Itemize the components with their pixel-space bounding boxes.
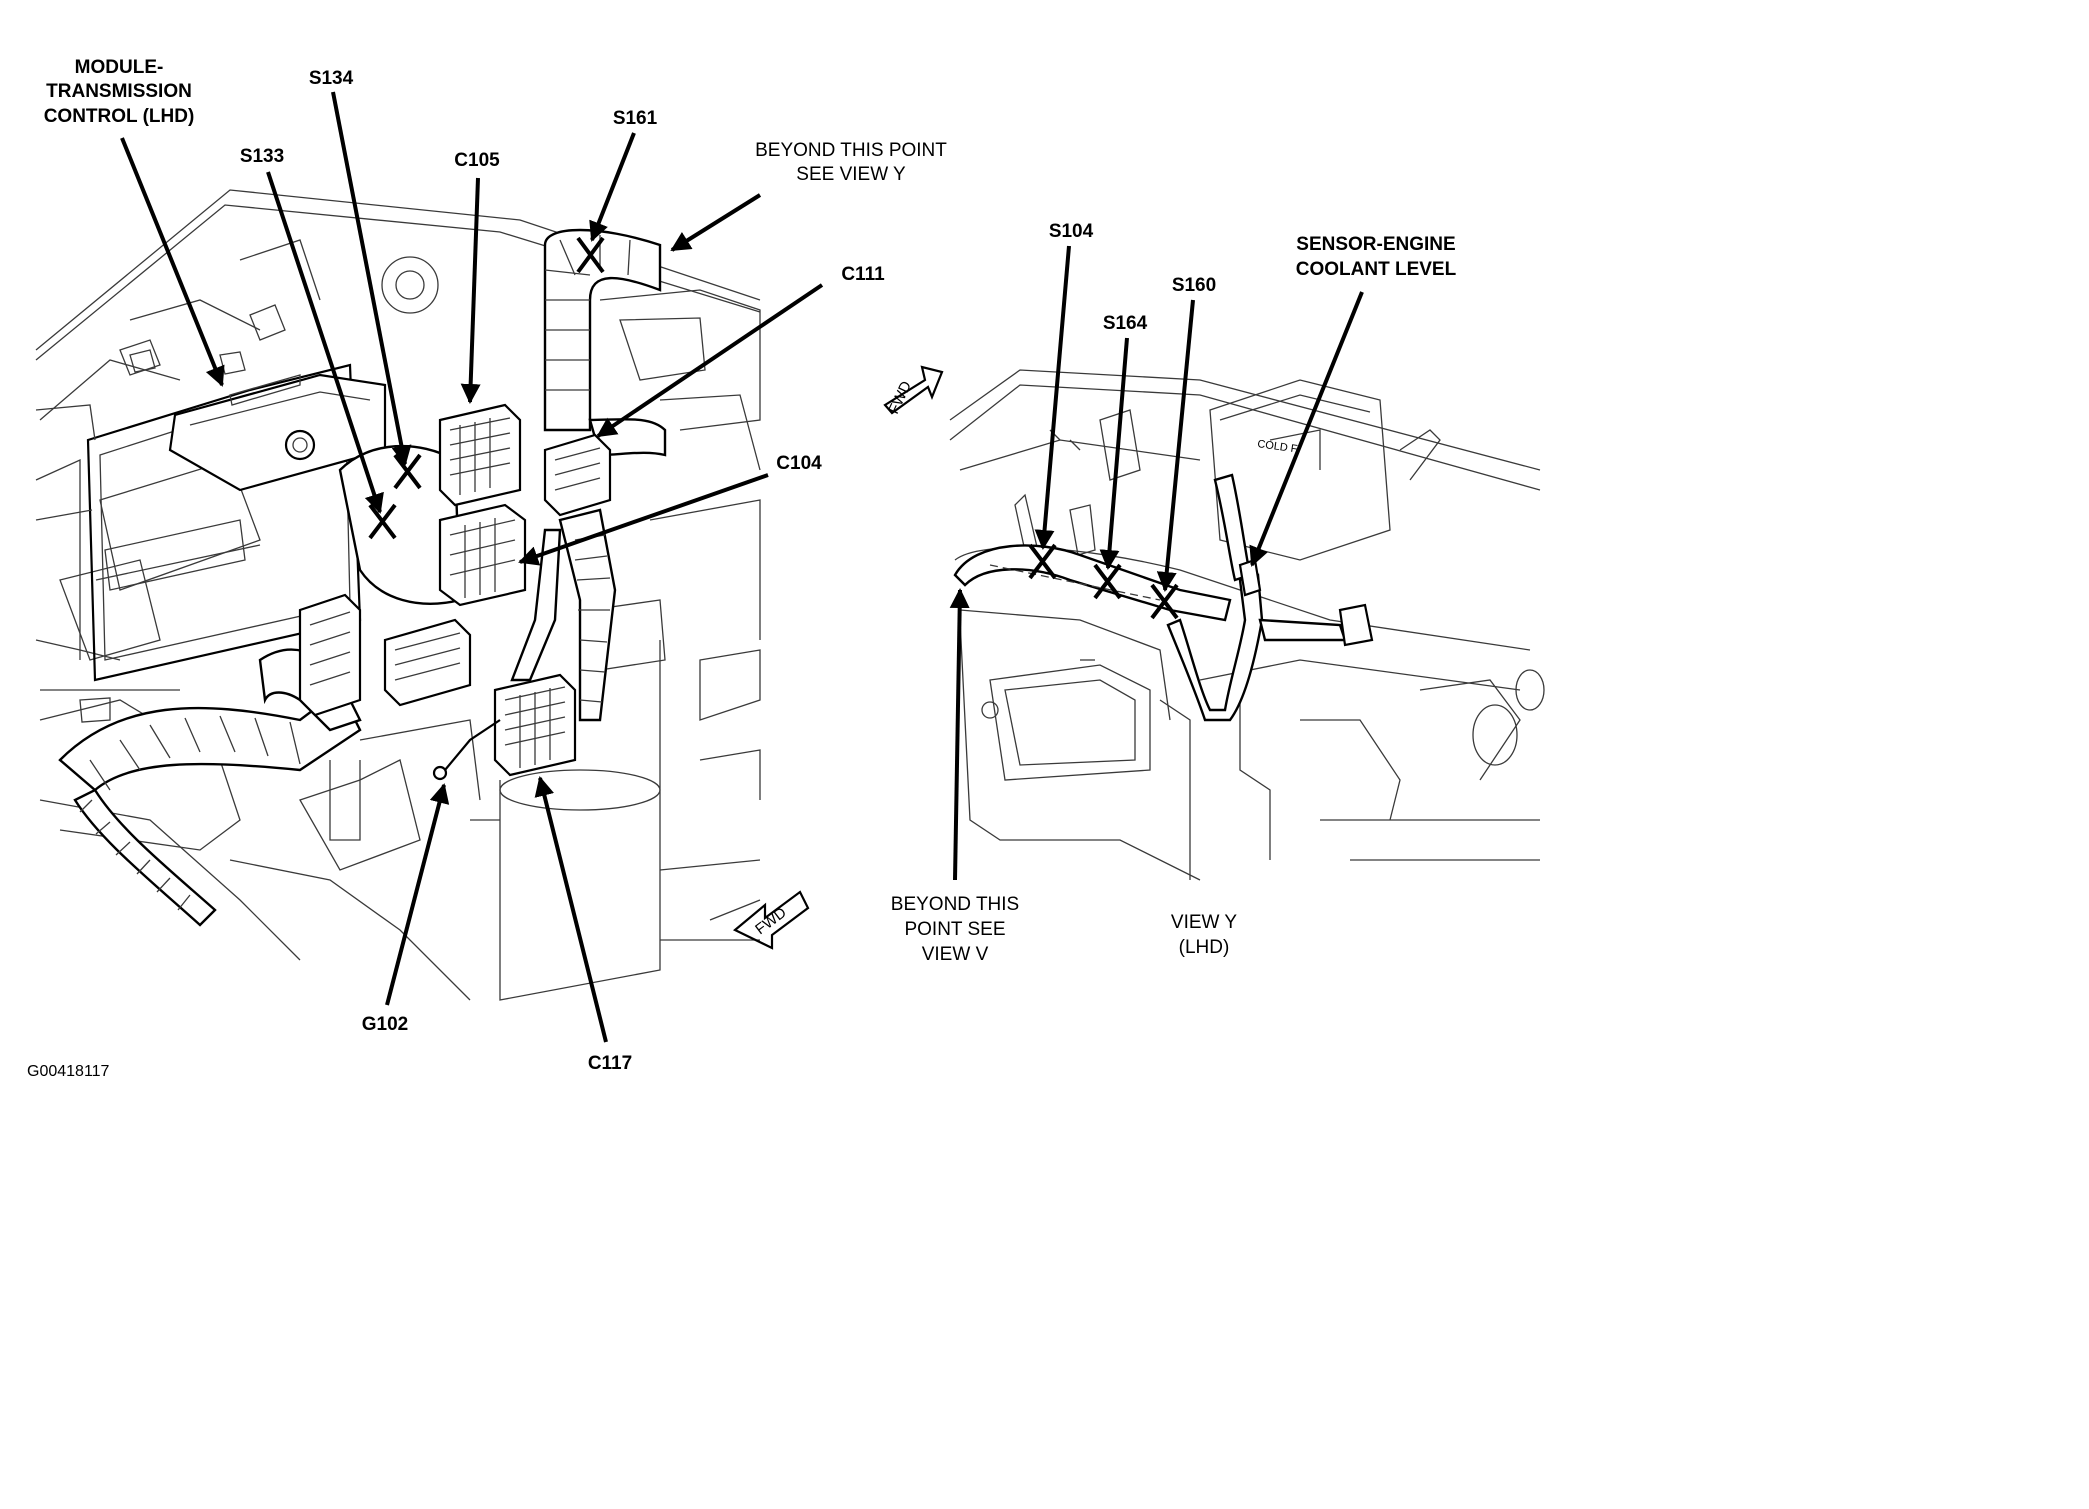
label-module-tcm-line2: TRANSMISSION	[46, 81, 192, 102]
leader-c117	[534, 776, 608, 1043]
label-s104: S104	[1049, 221, 1094, 242]
vertical-connector-body	[298, 593, 362, 717]
c117-connector-body	[493, 673, 577, 777]
label-c104: C104	[776, 453, 822, 474]
wiring-location-diagram: FWD	[27, 57, 1545, 1080]
g102-ground-lug	[432, 719, 501, 781]
left-connectors	[298, 403, 612, 781]
right-view-labels: S104 S164 S160 SENSOR-ENGINE COOLANT LEV…	[891, 221, 1457, 965]
label-view-y-title-line1: VIEW Y	[1171, 912, 1237, 933]
label-s134: S134	[309, 68, 354, 89]
s161-splice-mark	[576, 236, 605, 274]
label-module-tcm-line3: CONTROL (LHD)	[44, 106, 195, 127]
leader-c111	[596, 283, 824, 438]
c111-connector-body	[543, 433, 612, 517]
leader-g102	[385, 783, 450, 1006]
label-c105: C105	[454, 150, 500, 171]
c104-connector-body	[438, 503, 527, 607]
label-module-tcm-line1: MODULE-	[75, 57, 164, 78]
leader-s164	[1099, 337, 1129, 570]
leader-s161	[589, 132, 636, 242]
s104-splice-mark	[1028, 543, 1057, 580]
figure-id: G00418117	[27, 1063, 110, 1080]
leader-s160	[1156, 299, 1195, 592]
label-beyond-view-v-line2: POINT SEE	[904, 919, 1005, 940]
label-c111: C111	[841, 264, 885, 285]
label-beyond-view-y-line1: BEYOND THIS POINT	[755, 140, 947, 161]
label-s161: S161	[613, 108, 658, 129]
label-s133: S133	[240, 146, 284, 167]
leader-beyond-view-y	[670, 193, 762, 252]
reservoir-marking: COLD FI	[1257, 438, 1302, 456]
right-wiring-harness	[953, 473, 1374, 722]
s164-splice-mark	[1093, 563, 1122, 600]
label-s160: S160	[1172, 275, 1216, 296]
left-view-labels: MODULE- TRANSMISSION CONTROL (LHD) S134 …	[44, 57, 948, 1074]
leader-s104	[1034, 245, 1071, 550]
label-beyond-view-y-line2: SEE VIEW Y	[796, 164, 906, 185]
label-beyond-view-v-line1: BEYOND THIS	[891, 894, 1019, 915]
label-sensor-line1: SENSOR-ENGINE	[1296, 234, 1455, 255]
leader-s134	[331, 91, 412, 466]
left-fwd-label: FWD	[752, 904, 790, 938]
label-c117: C117	[588, 1053, 632, 1074]
c105-connector-body	[438, 403, 522, 507]
leader-beyond-view-v	[949, 588, 970, 881]
label-sensor-line2: COOLANT LEVEL	[1296, 259, 1457, 280]
leader-c104	[518, 473, 769, 566]
leader-module-tcm	[120, 137, 225, 387]
leader-c105	[460, 177, 481, 404]
label-g102: G102	[362, 1014, 408, 1035]
right-view-engine-sketch	[949, 369, 1545, 881]
mid-connector-body	[383, 618, 472, 707]
label-s164: S164	[1103, 313, 1148, 334]
label-beyond-view-v-line3: VIEW V	[922, 944, 989, 965]
leader-sensor	[1249, 291, 1364, 567]
leader-s133	[266, 171, 384, 514]
leader-lines	[120, 91, 1364, 1043]
label-view-y-title-line2: (LHD)	[1179, 937, 1230, 958]
right-fwd-arrow: FWD	[883, 365, 944, 417]
right-fwd-label: FWD	[885, 378, 915, 416]
